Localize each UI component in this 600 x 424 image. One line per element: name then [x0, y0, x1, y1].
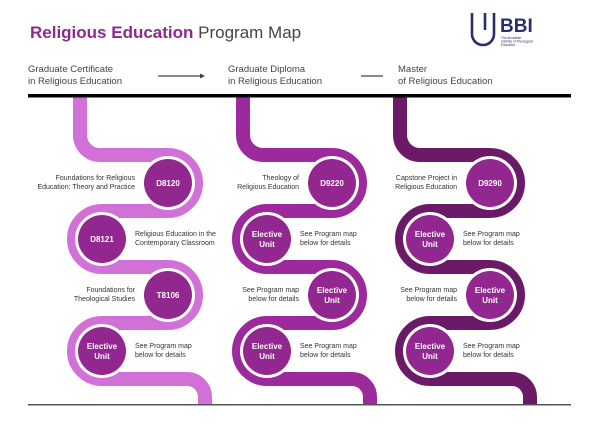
unit-circle: [308, 271, 356, 319]
unit-circle: [144, 159, 192, 207]
unit-circle: [144, 271, 192, 319]
arrow-icon: [200, 73, 205, 79]
pathway-3: [393, 97, 537, 405]
pathway-2: [232, 97, 377, 405]
unit-circle: [308, 159, 356, 207]
unit-code: D9220: [320, 179, 344, 188]
unit-circle: [243, 215, 291, 263]
svg-text:BBI: BBI: [500, 16, 533, 37]
bottom-divider: [28, 404, 571, 406]
unit-circle: [406, 215, 454, 263]
unit-circle: [406, 327, 454, 375]
page-title: Religious Education Program Map: [30, 23, 301, 42]
unit-circle: [78, 327, 126, 375]
unit-circle: [78, 215, 126, 263]
pathway-1: [67, 97, 212, 405]
unit-code: D8120: [156, 179, 180, 188]
unit-code: D8121: [90, 235, 114, 244]
unit-circle: [466, 271, 514, 319]
top-divider: [28, 94, 571, 98]
shield-icon: [470, 13, 496, 47]
unit-code: T8106: [157, 291, 180, 300]
unit-circle: [243, 327, 291, 375]
unit-code: D9290: [478, 179, 502, 188]
unit-circle: [466, 159, 514, 207]
